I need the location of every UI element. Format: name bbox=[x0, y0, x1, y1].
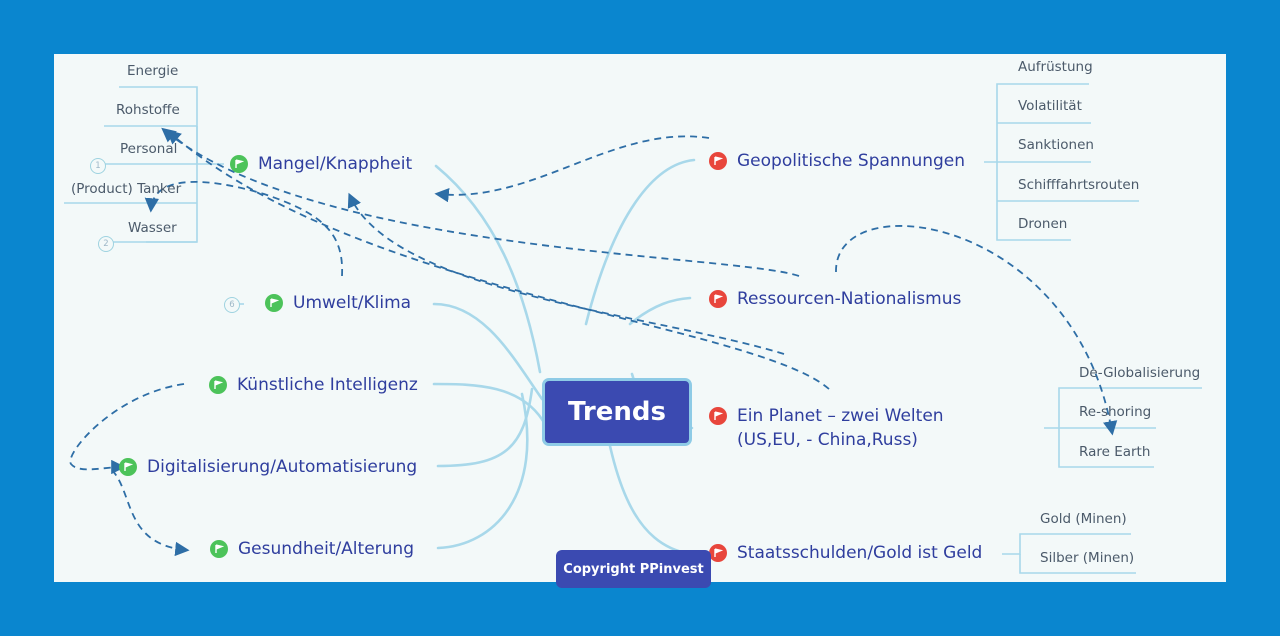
flag-icon bbox=[709, 290, 727, 308]
subtopic-rare-earth[interactable]: Rare Earth bbox=[1079, 444, 1151, 460]
subtopic-deglobalisierung[interactable]: De-Globalisierung bbox=[1079, 365, 1201, 381]
count-badge-umwelt[interactable]: 6 bbox=[224, 297, 240, 313]
topic-staat[interactable]: Staatsschulden/Gold ist Geld bbox=[709, 543, 982, 563]
subtopic-reshoring[interactable]: Re-shoring bbox=[1079, 404, 1152, 420]
arrow-digital-to-gesundheit bbox=[111, 469, 190, 557]
subtopic-silber-minen[interactable]: Silber (Minen) bbox=[1040, 550, 1135, 566]
topic-mangel[interactable]: Mangel/Knappheit bbox=[230, 154, 412, 174]
branch-umwelt bbox=[432, 302, 544, 401]
flag-icon bbox=[709, 407, 727, 425]
topic-geo[interactable]: Geopolitische Spannungen bbox=[709, 151, 965, 171]
arrow-planet-to-rohstoffe bbox=[166, 129, 830, 390]
topic-label: Gesundheit/Alterung bbox=[238, 539, 414, 559]
branch-ki bbox=[432, 382, 548, 428]
flag-icon bbox=[265, 294, 283, 312]
flag-icon bbox=[709, 544, 727, 562]
arrow-ressourcen-to-rareearth bbox=[835, 225, 1118, 436]
topic-label: Digitalisierung/Automatisierung bbox=[147, 457, 418, 477]
topic-label: Ressourcen-Nationalismus bbox=[737, 289, 962, 309]
topic-label: Mangel/Knappheit bbox=[258, 154, 413, 174]
count-badge-personal[interactable]: 1 bbox=[90, 158, 106, 174]
subtopic-sanktionen[interactable]: Sanktionen bbox=[1018, 137, 1094, 153]
central-topic-trends[interactable]: Trends bbox=[542, 378, 692, 446]
topic-label: Geopolitische Spannungen bbox=[737, 151, 966, 171]
subtopic-schifffahrtsrouten[interactable]: Schifffahrtsrouten bbox=[1018, 177, 1140, 193]
flag-icon bbox=[209, 376, 227, 394]
subtopic-aufruestung[interactable]: Aufrüstung bbox=[1018, 59, 1093, 75]
subtopic-energie[interactable]: Energie bbox=[127, 63, 179, 79]
flag-icon bbox=[210, 540, 228, 558]
branch-ressourcen bbox=[628, 296, 692, 326]
subtopic-dronen[interactable]: Dronen bbox=[1018, 216, 1068, 232]
subtopic-tanker[interactable]: (Product) Tanker bbox=[71, 181, 182, 197]
subtopic-volatilitaet[interactable]: Volatilität bbox=[1018, 98, 1082, 114]
branch-gesundheit bbox=[436, 392, 529, 550]
branch-geo bbox=[584, 158, 696, 326]
topic-gesundheit[interactable]: Gesundheit/Alterung bbox=[210, 539, 414, 559]
copyright-label: Copyright PPinvest bbox=[556, 550, 711, 588]
topic-label: Staatsschulden/Gold ist Geld bbox=[737, 543, 983, 563]
topic-ki[interactable]: Künstliche Intelligenz bbox=[209, 375, 418, 395]
subtopic-wasser[interactable]: Wasser bbox=[128, 220, 177, 236]
arrow-ki-to-digital bbox=[69, 383, 185, 475]
mindmap-canvas: Mangel/Knappheit Umwelt/Klima Künstliche… bbox=[54, 54, 1226, 588]
arrow-umwelt-to-tanker bbox=[144, 180, 343, 277]
subtopic-personal[interactable]: Personal bbox=[120, 141, 178, 157]
subtopic-rohstoffe[interactable]: Rohstoffe bbox=[116, 102, 180, 118]
topic-umwelt[interactable]: Umwelt/Klima bbox=[265, 293, 411, 313]
branch-mangel bbox=[434, 164, 542, 374]
arrow-planet-to-mangel bbox=[347, 192, 785, 355]
flag-icon bbox=[230, 155, 248, 173]
topic-label: Künstliche Intelligenz bbox=[237, 375, 418, 395]
flag-icon bbox=[119, 458, 137, 476]
topic-planet[interactable]: Ein Planet – zwei Welten (US,EU, - China… bbox=[709, 404, 1009, 452]
topic-label: Umwelt/Klima bbox=[293, 293, 412, 313]
branch-digital bbox=[436, 387, 534, 468]
count-badge-wasser[interactable]: 2 bbox=[98, 236, 114, 252]
arrow-geo-to-mangel bbox=[434, 135, 710, 203]
topic-label: Ein Planet – zwei Welten (US,EU, - China… bbox=[737, 406, 944, 450]
subtopic-gold-minen[interactable]: Gold (Minen) bbox=[1040, 511, 1127, 527]
mindmap-connections bbox=[64, 83, 1202, 574]
flag-icon bbox=[709, 152, 727, 170]
topic-ressourcen[interactable]: Ressourcen-Nationalismus bbox=[709, 289, 961, 309]
arrow-ressourcen-to-rohstoffe bbox=[161, 127, 800, 277]
topic-digital[interactable]: Digitalisierung/Automatisierung bbox=[119, 457, 417, 477]
